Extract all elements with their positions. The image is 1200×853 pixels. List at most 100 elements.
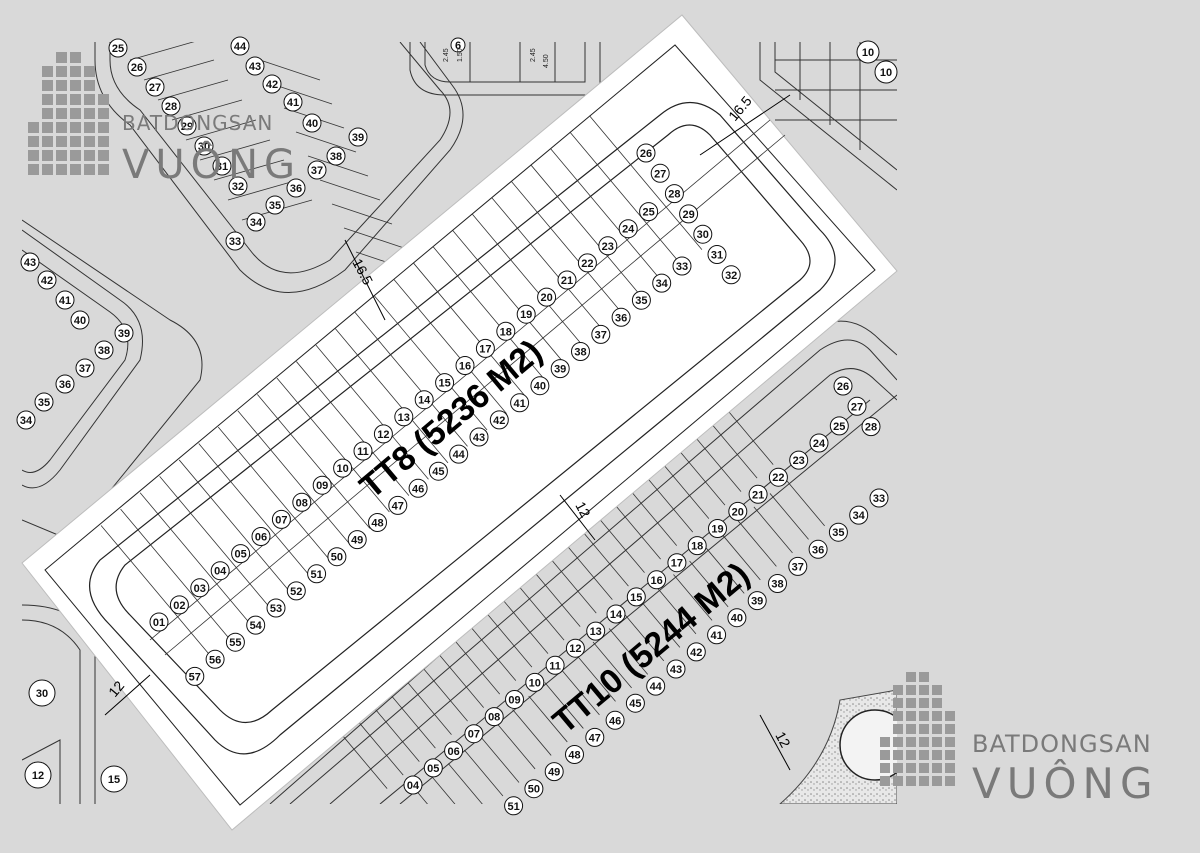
lot-number: 09 — [316, 480, 328, 492]
lot-marker: 55 — [225, 632, 245, 652]
lot-marker: 18 — [496, 321, 516, 341]
lot-number: 43 — [670, 664, 682, 676]
lot-circle — [510, 393, 530, 413]
lot-circle — [262, 74, 282, 94]
lot-circle — [373, 424, 393, 444]
lot-circle — [20, 252, 40, 272]
lot-circle — [768, 467, 788, 487]
lot-marker: 02 — [169, 595, 189, 615]
lot-circle — [307, 160, 327, 180]
lot-marker: 10 — [874, 60, 898, 84]
lot-circle — [286, 581, 306, 601]
lot-marker: 38 — [571, 342, 590, 361]
lot-circle — [177, 116, 197, 136]
lot-number: 44 — [453, 449, 466, 461]
lot-number: 12 — [32, 770, 44, 782]
lot-number: 37 — [79, 363, 91, 375]
lot-number: 40 — [306, 118, 318, 130]
lot-number: 11 — [357, 446, 369, 458]
lot-marker: 18 — [687, 536, 707, 556]
lot-marker: 06 — [444, 741, 464, 761]
lot-number: 07 — [468, 729, 480, 741]
lot-circle — [34, 392, 54, 412]
lot-circle — [496, 321, 516, 341]
lot-number: 05 — [234, 549, 246, 561]
lot-circle — [639, 202, 659, 222]
lot-circle — [847, 396, 867, 416]
lot-marker: 26 — [833, 376, 853, 396]
lot-marker: 27 — [847, 396, 867, 416]
lot-marker: 08 — [292, 492, 312, 512]
lot-number: 07 — [275, 514, 287, 526]
lot-number: 18 — [691, 541, 703, 553]
lot-marker: 47 — [585, 727, 605, 747]
lot-marker: 23 — [789, 450, 809, 470]
dimension-label: 12 — [572, 499, 594, 520]
lot-circle — [728, 501, 748, 521]
lot-marker: 10 — [856, 40, 880, 64]
lot-number: 14 — [418, 395, 431, 407]
lot-marker: 49 — [544, 762, 564, 782]
lot-marker: 16 — [647, 570, 667, 590]
lot-marker: 19 — [708, 519, 727, 538]
lot-marker: 50 — [327, 547, 347, 567]
lot-marker: 39 — [348, 127, 368, 147]
lot-number: 35 — [38, 397, 50, 409]
lot-marker: 36 — [808, 539, 828, 559]
lot-marker: 31 — [707, 245, 727, 264]
lot-marker: 30 — [693, 224, 713, 244]
lot-number: 37 — [311, 165, 323, 177]
lot-circle — [464, 724, 484, 744]
lot-number: 04 — [407, 780, 420, 792]
watermark-brand-line1: BATDONGSAN — [122, 111, 273, 135]
lot-marker: 23 — [598, 236, 618, 256]
lot-circle — [577, 253, 597, 273]
lot-circle — [686, 642, 706, 662]
lot-circle — [747, 591, 767, 611]
lot-circle — [245, 56, 265, 76]
dimension-label: 2.45 — [443, 48, 450, 62]
lot-circle — [246, 615, 266, 635]
watermark-logo-bottom: BATDONGSAN VUÔNG — [880, 672, 1153, 808]
lot-marker: 14 — [414, 390, 434, 410]
lot-number: 42 — [266, 79, 278, 91]
lot-number: 50 — [528, 784, 540, 796]
lot-number: 05 — [427, 763, 439, 775]
lot-marker: 38 — [768, 574, 787, 593]
lot-circle — [618, 219, 638, 239]
lot-number: 10 — [336, 463, 348, 475]
lot-number: 51 — [310, 569, 322, 581]
lot-number: 28 — [865, 422, 877, 434]
lot-number: 27 — [851, 401, 863, 413]
lot-marker: 22 — [768, 467, 788, 487]
lot-circle — [856, 40, 880, 64]
lot-marker: 17 — [475, 338, 495, 358]
lot-marker: 51 — [307, 564, 327, 584]
lot-marker: 21 — [748, 484, 768, 504]
lot-marker: 15 — [435, 373, 455, 393]
lot-circle — [333, 458, 353, 478]
tt10-block — [269, 320, 897, 804]
lot-number: 6 — [455, 40, 461, 52]
lot-marker: 33 — [869, 488, 889, 508]
lot-number: 42 — [493, 415, 505, 427]
lot-marker: 32 — [721, 265, 741, 285]
lot-marker: 42 — [37, 270, 57, 290]
lot-circle — [646, 676, 666, 696]
lot-number: 26 — [131, 62, 143, 74]
lot-marker: 37 — [307, 160, 327, 180]
dimension-label: 12 — [772, 729, 794, 750]
lot-number: 40 — [74, 315, 86, 327]
lot-number: 42 — [41, 275, 53, 287]
lot-number: 34 — [853, 510, 866, 522]
lot-circle — [388, 495, 408, 515]
lot-marker: 43 — [666, 659, 686, 679]
lot-number: 42 — [690, 647, 702, 659]
lot-circle — [450, 37, 466, 53]
lot-number: 31 — [216, 161, 228, 173]
lot-number: 02 — [173, 600, 185, 612]
lot-number: 47 — [589, 732, 601, 744]
lot-marker: 09 — [505, 690, 524, 709]
lot-number: 19 — [520, 309, 532, 321]
